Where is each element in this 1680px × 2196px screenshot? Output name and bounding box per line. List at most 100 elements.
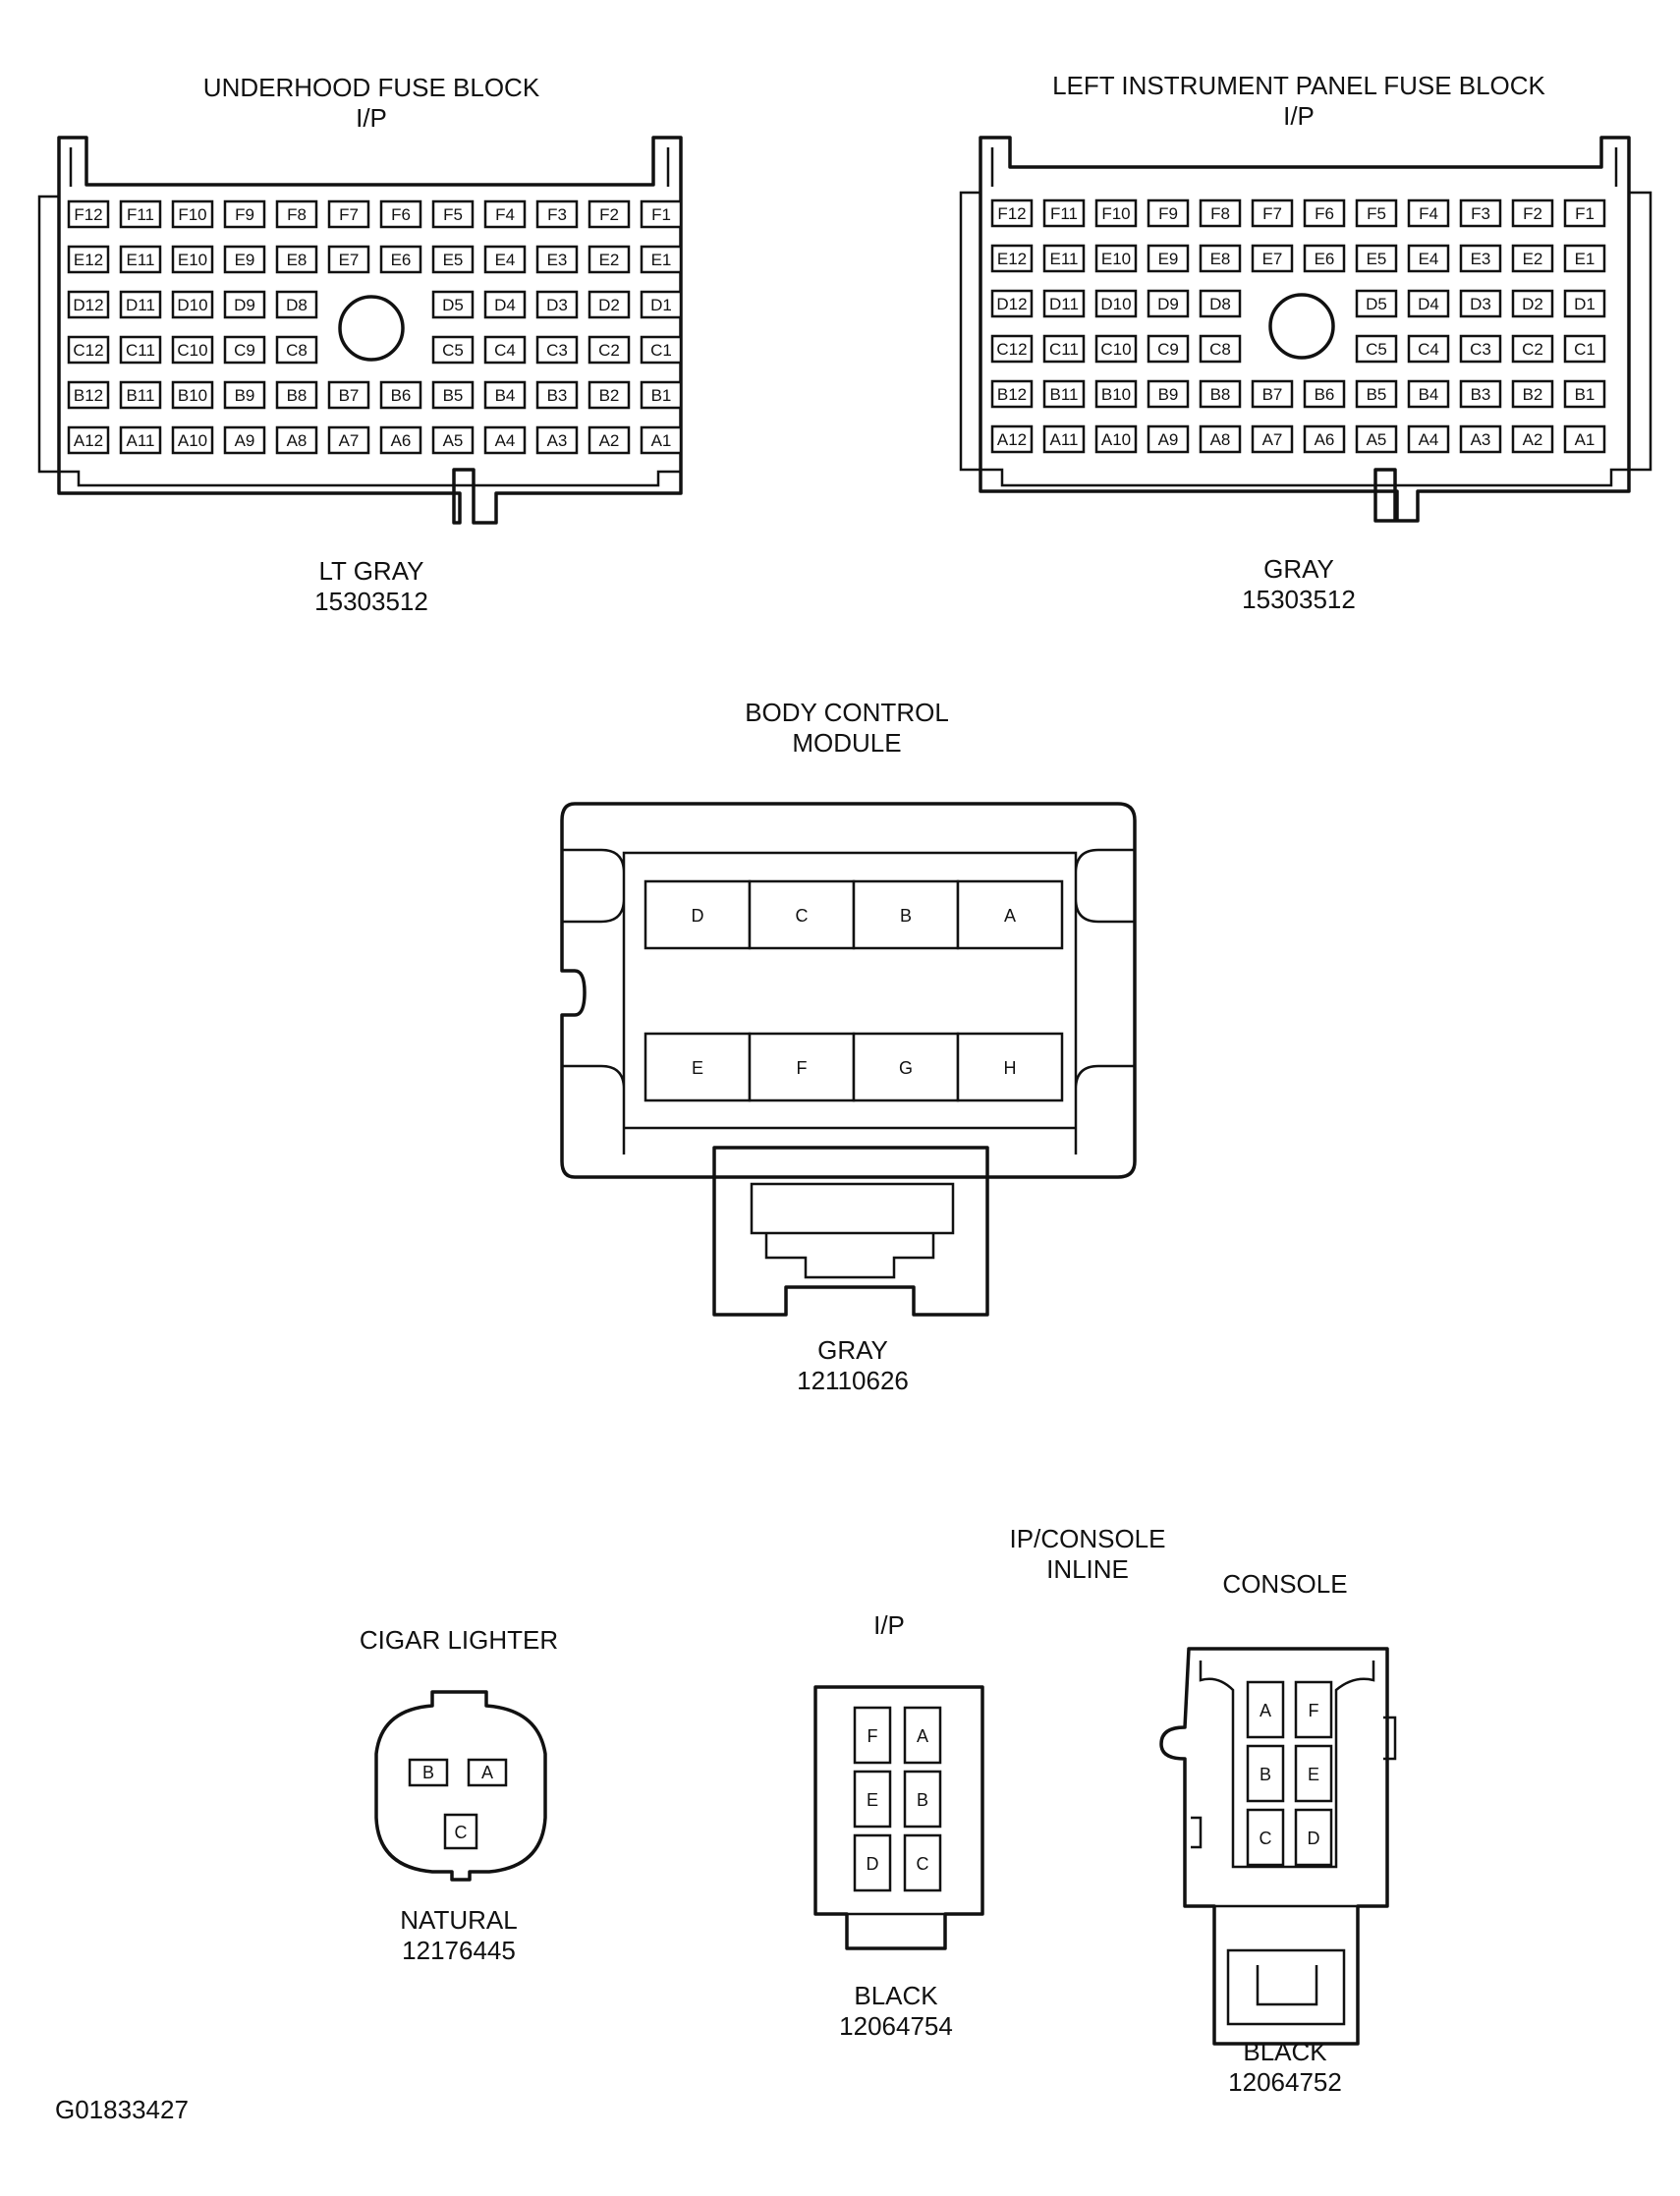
cavity-label: A3: [547, 431, 568, 450]
cavity-label: F2: [599, 205, 619, 224]
cavity-label: B8: [1210, 385, 1231, 404]
cavity-box: [171, 290, 214, 319]
cavity-label: D4: [1418, 295, 1439, 313]
cavity-label: B9: [235, 386, 255, 405]
cavity-label: D11: [126, 296, 155, 314]
cavity-box: [1251, 424, 1294, 454]
cavity-label: D12: [73, 296, 103, 314]
cavity-label: B5: [1367, 385, 1387, 404]
cavity-box: [431, 290, 475, 319]
cavity-label: F5: [1367, 204, 1386, 223]
cavity-label: D8: [1209, 295, 1231, 313]
cavity-label: D10: [1100, 295, 1131, 313]
bcm-housing-inner: [562, 848, 1135, 1154]
left-ip-center-post: [1268, 293, 1335, 360]
cavity-box: [853, 1833, 892, 1892]
cavity-box: [275, 199, 318, 229]
cavity-label: B10: [178, 386, 207, 405]
cavity-label: C2: [1522, 340, 1543, 359]
cavity-label: A7: [1262, 430, 1283, 449]
cavity-box: [1511, 198, 1554, 228]
cavity-box: [1042, 198, 1086, 228]
cavity-box: [1199, 334, 1242, 364]
cavity-box: [1246, 1808, 1285, 1867]
cavity-label: E10: [178, 251, 207, 269]
cavity-box: [1511, 379, 1554, 409]
cavity-box: [535, 335, 579, 365]
cavity-label: F9: [235, 205, 254, 224]
cavity-label: C1: [1574, 340, 1596, 359]
cavity-label: D: [1308, 1829, 1320, 1848]
bcm-latch-inner: [750, 1182, 955, 1279]
cavity-box: [119, 425, 162, 455]
cavity-box: [640, 425, 683, 455]
bcm-housing-outline: [560, 802, 1137, 1179]
cavity-label: E2: [599, 251, 620, 269]
cavity-label: E7: [339, 251, 360, 269]
cavity-label: A4: [1419, 430, 1439, 449]
cavity-label: D11: [1049, 295, 1079, 313]
cavity-box: [408, 1758, 449, 1787]
cavity-label: C: [796, 906, 809, 926]
cavity-label: E: [867, 1790, 878, 1810]
cavity-box: [1563, 198, 1606, 228]
cavity-label: C11: [126, 341, 155, 360]
cigar-lighter-connector: CIGAR LIGHTER B A C NATURAL 12176445: [360, 1625, 558, 1965]
cavity-label: F3: [1471, 204, 1490, 223]
cavity-box: [990, 334, 1034, 364]
cigar-lighter-color: NATURAL: [400, 1905, 517, 1935]
underhood-housing-outline: [57, 136, 683, 525]
cavity-box: [588, 245, 631, 274]
cavity-box: [1147, 244, 1190, 273]
cavity-label: B: [900, 906, 912, 926]
cavity-box: [1459, 244, 1502, 273]
cavity-box: [119, 245, 162, 274]
cavity-label: E9: [1158, 250, 1179, 268]
cavity-label: F10: [178, 205, 206, 224]
inline-title: IP/CONSOLE: [1010, 1524, 1166, 1553]
cavity-box: [1199, 289, 1242, 318]
cavity-box: [1199, 424, 1242, 454]
cavity-label: F1: [1575, 204, 1595, 223]
cavity-box: [67, 290, 110, 319]
cavity-box: [223, 425, 266, 455]
cavity-box: [1459, 379, 1502, 409]
cavity-label: C9: [234, 341, 255, 360]
cavity-box: [1355, 198, 1398, 228]
cavity-label: E9: [235, 251, 255, 269]
cavity-label: D5: [442, 296, 464, 314]
cavity-label: A2: [1523, 430, 1543, 449]
cavity-label: D8: [286, 296, 308, 314]
cavity-box: [119, 290, 162, 319]
cavity-box: [903, 1833, 942, 1892]
cavity-label: C4: [1418, 340, 1439, 359]
cavity-box: [1303, 379, 1346, 409]
bcm-subtitle: MODULE: [792, 728, 901, 758]
cavity-label: F: [797, 1058, 808, 1078]
cavity-box: [1294, 1808, 1333, 1867]
cavity-box: [223, 335, 266, 365]
cavity-box: [275, 245, 318, 274]
cavity-label: E4: [495, 251, 516, 269]
cavity-box: [327, 199, 370, 229]
cavity-box: [1407, 244, 1450, 273]
cavity-label: F2: [1523, 204, 1542, 223]
cavity-box: [1251, 244, 1294, 273]
cavity-box: [1246, 1680, 1285, 1739]
cavity-label: C8: [1209, 340, 1231, 359]
cavity-label: E11: [1050, 250, 1079, 268]
cavity-label: E12: [997, 250, 1027, 268]
cavity-label: A: [1004, 906, 1016, 926]
left-ip-color: GRAY: [1263, 554, 1334, 584]
cavity-label: E8: [287, 251, 308, 269]
cavity-label: B7: [339, 386, 360, 405]
cavity-label: C9: [1157, 340, 1179, 359]
cavity-box: [1563, 244, 1606, 273]
bcm-part-number: 12110626: [797, 1366, 909, 1395]
cavity-box: [223, 290, 266, 319]
bcm-latch: [712, 1146, 989, 1317]
cavity-box: [640, 245, 683, 274]
